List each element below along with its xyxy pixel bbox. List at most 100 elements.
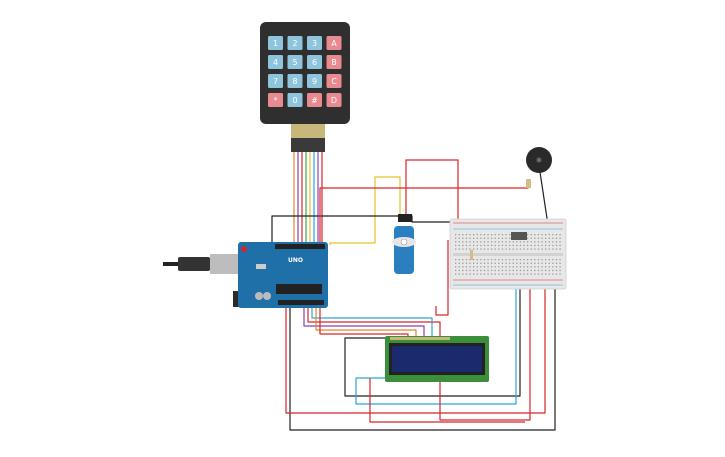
- breadboard-hole: [473, 244, 475, 247]
- lcd-blue-wire[interactable]: [355, 245, 517, 405]
- breadboard-hole: [509, 262, 511, 264]
- breadboard-hole: [537, 237, 540, 239]
- breadboard-hole: [462, 262, 464, 264]
- breadboard-hole: [512, 241, 514, 243]
- lcd-wire-blue[interactable]: [311, 306, 433, 338]
- breadboard-hole: [509, 259, 511, 261]
- breadboard-hole: [534, 248, 536, 250]
- keypad-key-label: A: [331, 39, 337, 48]
- breadboard-hole: [509, 234, 511, 236]
- keypad-key[interactable]: [268, 74, 283, 88]
- breadboard-hole: [519, 269, 522, 272]
- lcd-red-wire-3[interactable]: [369, 378, 525, 423]
- breadboard-hole: [476, 269, 478, 272]
- breadboard-hole: [473, 241, 475, 243]
- breadboard-hole: [473, 248, 475, 250]
- breadboard-hole: [552, 237, 554, 239]
- breadboard-hole: [473, 273, 475, 275]
- keypad-key[interactable]: [287, 93, 303, 107]
- breadboard-hole: [541, 234, 543, 236]
- breadboard-hole: [458, 273, 460, 275]
- buzzer-wire[interactable]: [539, 171, 549, 226]
- breadboard-hole: [512, 273, 514, 275]
- keypad-key[interactable]: [307, 36, 322, 50]
- breadboard-hole: [523, 248, 525, 250]
- lcd-display: [385, 336, 489, 382]
- power-loop-wire[interactable]: [285, 230, 546, 414]
- lcd-wire-orange[interactable]: [315, 306, 417, 338]
- breadboard-hole: [480, 234, 482, 236]
- breadboard-hole: [555, 244, 558, 247]
- ground-loop-wire[interactable]: [289, 225, 556, 431]
- breadboard-hole: [552, 241, 554, 243]
- breadboard-hole: [548, 259, 550, 261]
- keypad-key[interactable]: [268, 36, 283, 50]
- breadboard-hole: [458, 262, 460, 264]
- servo-ground-wire[interactable]: [271, 215, 452, 245]
- keypad-key[interactable]: [287, 74, 303, 88]
- keypad-key[interactable]: [307, 74, 322, 88]
- header-bottom: [278, 300, 324, 305]
- breadboard-hole: [476, 262, 478, 264]
- arduino-board: [238, 242, 328, 308]
- breadboard-hole: [555, 234, 558, 236]
- servo-motor: [392, 214, 416, 274]
- keypad-key[interactable]: [326, 74, 342, 88]
- breadboard-hole: [487, 234, 489, 236]
- breadboard-hole: [465, 273, 468, 275]
- keypad-key[interactable]: [307, 93, 322, 107]
- servo-body: [394, 226, 414, 274]
- breadboard-hole: [552, 259, 554, 261]
- breadboard-hole: [480, 237, 482, 239]
- breadboard-hole: [487, 248, 489, 250]
- lcd-wire-purple[interactable]: [303, 306, 425, 338]
- breadboard-hole: [469, 269, 471, 272]
- breadboard-hole: [509, 244, 511, 247]
- keypad-key[interactable]: [287, 55, 303, 69]
- breadboard-hole: [505, 234, 507, 236]
- keypad-key[interactable]: [326, 55, 342, 69]
- breadboard-hole: [523, 259, 525, 261]
- breadboard-hole: [541, 237, 543, 239]
- breadboard-hole: [494, 241, 496, 243]
- breadboard-hole: [527, 244, 529, 247]
- breadboard-hole: [516, 273, 518, 275]
- servo-signal-wire[interactable]: [329, 176, 401, 245]
- keypad-key[interactable]: [307, 55, 322, 69]
- keypad-key[interactable]: [268, 55, 283, 69]
- lcd-wire-red[interactable]: [307, 306, 441, 338]
- keypad-key[interactable]: [287, 36, 303, 50]
- breadboard-hole: [559, 262, 561, 264]
- keypad-connector: [291, 138, 325, 152]
- breadboard-hole: [552, 262, 554, 264]
- breadboard-hole: [476, 244, 478, 247]
- breadboard-hole: [530, 244, 532, 247]
- arduino-red-wire[interactable]: [435, 240, 449, 316]
- breadboard-hole: [541, 273, 543, 275]
- keypad-key-label: 2: [292, 39, 297, 48]
- breadboard-hole: [559, 237, 561, 239]
- breadboard-channel: [453, 253, 563, 256]
- lcd-red-wire[interactable]: [439, 240, 531, 421]
- keypad-key[interactable]: [326, 93, 342, 107]
- breadboard-hole: [455, 273, 457, 275]
- breadboard-hole: [552, 273, 554, 275]
- breadboard-hole: [516, 244, 518, 247]
- breadboard-hole: [559, 269, 561, 272]
- servo-power-wire[interactable]: [405, 159, 459, 228]
- breadboard-hole: [465, 269, 468, 272]
- breadboard-hole: [458, 244, 460, 247]
- breadboard-hole: [516, 259, 518, 261]
- breadboard-hole: [537, 241, 540, 243]
- keypad-key[interactable]: [268, 93, 283, 107]
- lcd-pins: [390, 337, 450, 340]
- breadboard-hole: [494, 262, 496, 264]
- breadboard-hole: [455, 234, 457, 236]
- keypad-key[interactable]: [326, 36, 342, 50]
- breadboard-hole: [480, 241, 482, 243]
- breadboard-hole: [516, 262, 518, 264]
- breadboard-hole: [476, 241, 478, 243]
- breadboard-hole: [480, 273, 482, 275]
- lcd-ground-wire[interactable]: [344, 240, 521, 397]
